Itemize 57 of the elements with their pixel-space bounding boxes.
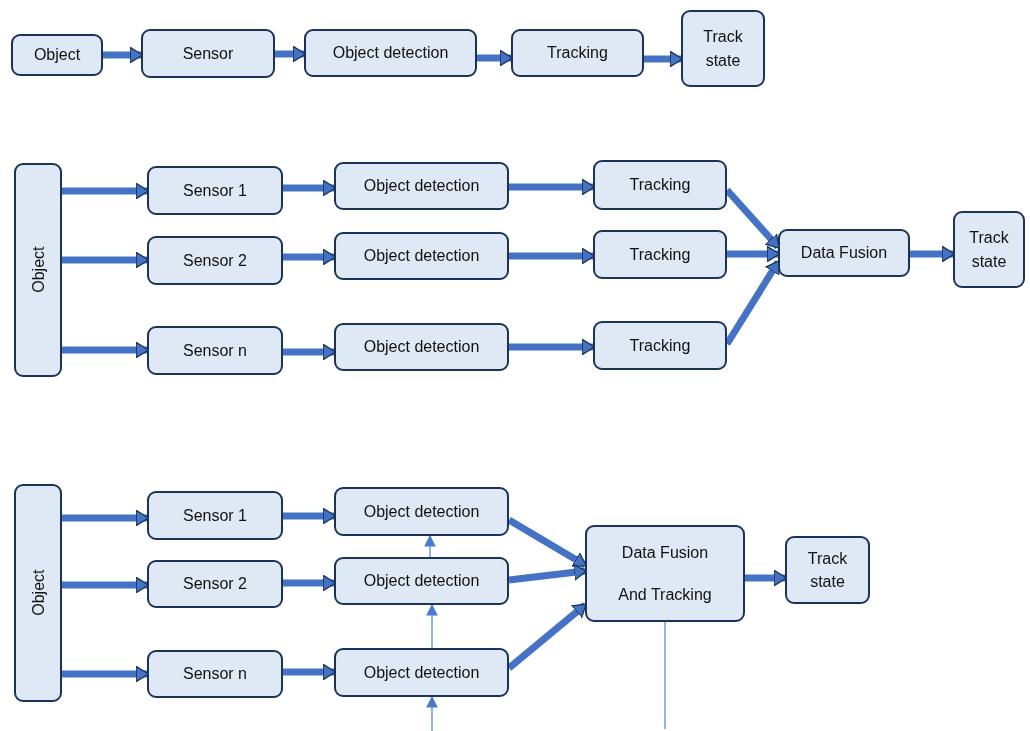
node-label: Object	[28, 246, 48, 294]
node-label: Tracking	[547, 43, 608, 64]
process-box	[147, 491, 283, 540]
node-label: Object detection	[363, 501, 480, 522]
process-box	[585, 525, 745, 622]
node-label: And Tracking	[618, 584, 712, 605]
node-label: Object detection	[332, 43, 449, 64]
process-box	[953, 211, 1025, 288]
node-label: Data Fusion	[800, 243, 888, 264]
node-label: Object detection	[363, 337, 480, 358]
process-box	[11, 34, 103, 76]
process-box	[141, 29, 275, 78]
process-box	[334, 232, 509, 280]
process-box	[147, 560, 283, 608]
node-label: Object detection	[363, 246, 480, 267]
arrow	[424, 534, 436, 558]
process-box	[147, 326, 283, 375]
node-label: Sensor 2	[182, 250, 247, 271]
process-box	[593, 160, 727, 210]
node-label: Sensor n	[182, 340, 247, 361]
node-label: Sensor 2	[182, 574, 247, 595]
process-box	[14, 163, 62, 377]
arrow	[507, 517, 587, 568]
process-box	[334, 557, 509, 605]
node-label: Track state	[702, 27, 744, 71]
process-box	[304, 29, 477, 77]
node-label: Object detection	[363, 571, 480, 592]
node-label: Sensor n	[182, 664, 247, 685]
process-box	[147, 236, 283, 285]
node-label: Data Fusion	[621, 543, 709, 564]
node-label: Sensor	[182, 43, 234, 64]
process-box	[147, 650, 283, 698]
process-box	[14, 484, 62, 702]
node-label: Object	[28, 569, 48, 617]
process-box	[334, 487, 509, 536]
process-box	[593, 230, 727, 279]
node-label: Object	[33, 45, 81, 66]
node-label: Sensor 1	[182, 505, 247, 526]
process-box	[778, 229, 910, 277]
process-box	[147, 166, 283, 215]
process-box	[334, 648, 509, 697]
process-box	[785, 536, 870, 604]
node-label: Sensor 1	[182, 180, 247, 201]
arrow	[426, 603, 438, 649]
node-label: Track state	[806, 548, 849, 592]
arrow	[426, 695, 438, 731]
node-label: Object detection	[363, 662, 480, 683]
process-box	[511, 29, 644, 77]
process-box	[334, 323, 509, 371]
node-label: Tracking	[629, 175, 691, 196]
node-label: Tracking	[629, 244, 691, 265]
process-box	[681, 10, 765, 87]
node-label: Track state	[968, 228, 1010, 272]
node-label: Tracking	[629, 335, 691, 356]
process-box	[334, 162, 509, 210]
node-label: Object detection	[363, 176, 480, 197]
process-box	[593, 321, 727, 370]
